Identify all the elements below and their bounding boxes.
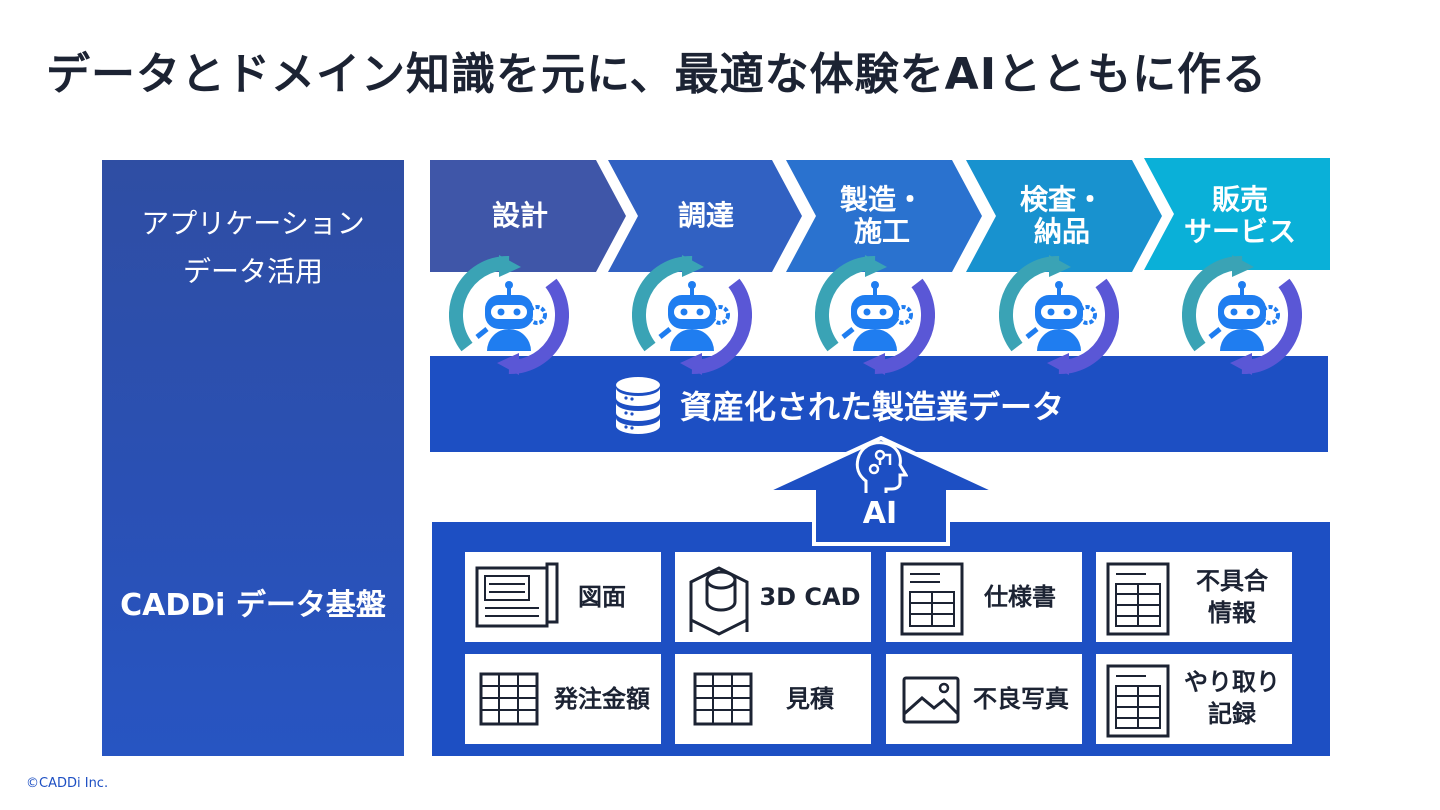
- ai-robot-cycle-icon: [999, 255, 1119, 375]
- step-label-procurement: 調達: [677, 199, 734, 232]
- document-icon: [900, 562, 964, 636]
- ai-robot-cycle-icon: [632, 255, 752, 375]
- ai-up-arrow: [763, 436, 999, 546]
- data-source-tile-defect-photo: 不良写真: [886, 654, 1082, 744]
- blueprint-icon: [475, 562, 559, 628]
- ai-robot-cycle-icon: [815, 255, 935, 375]
- tile-label: 仕様書: [984, 583, 1056, 611]
- data-source-tile-3dcad: 3D CAD: [675, 552, 871, 642]
- tile-label: 3D CAD: [759, 583, 861, 611]
- data-platform-label: CADDi データ基盤: [120, 588, 386, 623]
- application-layer-label: アプリケーション データ活用: [141, 207, 365, 288]
- data-source-tile-drawing: 図面: [465, 552, 661, 642]
- data-source-tile-defect-info: 不具合 情報: [1096, 552, 1292, 642]
- spreadsheet-document-icon: [1106, 664, 1170, 738]
- step-label-sales: 販売 サービス: [1183, 183, 1296, 248]
- image-icon: [902, 676, 960, 724]
- copyright: ©CADDi Inc.: [26, 776, 109, 791]
- tile-label: 発注金額: [554, 685, 650, 713]
- asset-data-label: 資産化された製造業データ: [680, 388, 1065, 426]
- data-source-tile-estimate: 見積: [675, 654, 871, 744]
- process-chevron-manufacturing: [786, 160, 982, 272]
- process-chevron-inspection: [966, 160, 1162, 272]
- process-chevron-procurement: [608, 160, 802, 272]
- layer-sidebar: アプリケーション データ活用 CADDi データ基盤: [102, 160, 404, 756]
- process-chevron-design: [430, 160, 626, 272]
- spreadsheet-document-icon: [1106, 562, 1170, 636]
- ai-robot-cycle-icon: [449, 255, 569, 375]
- step-label-inspection: 検査・ 納品: [1019, 183, 1104, 248]
- process-flow: [430, 158, 1330, 272]
- tile-label: やり取り 記録: [1184, 668, 1280, 728]
- data-source-tile-communication-log: やり取り 記録: [1096, 654, 1292, 744]
- data-source-tile-spec: 仕様書: [886, 552, 1082, 642]
- step-label-design: 設計: [491, 199, 548, 232]
- ai-robot-cycle-icon: [1182, 255, 1302, 375]
- asset-data-band: 資産化された製造業データ: [430, 356, 1328, 452]
- tile-label: 不具合 情報: [1196, 567, 1268, 627]
- table-icon: [693, 672, 753, 726]
- process-chevron-sales: [1144, 158, 1330, 270]
- database-icon: [616, 377, 660, 434]
- ai-brain-head-icon: [855, 441, 908, 493]
- 3d-model-icon: [689, 566, 749, 636]
- ai-label: AI: [862, 496, 898, 531]
- tile-label: 見積: [786, 685, 834, 713]
- tile-label: 図面: [578, 583, 626, 611]
- data-source-tile-order-amount: 発注金額: [465, 654, 661, 744]
- tile-label: 不良写真: [973, 685, 1069, 713]
- table-icon: [479, 672, 539, 726]
- page-title: データとドメイン知識を元に、最適な体験をAIとともに作る: [46, 49, 1268, 100]
- step-label-manufacturing: 製造・ 施工: [839, 183, 924, 248]
